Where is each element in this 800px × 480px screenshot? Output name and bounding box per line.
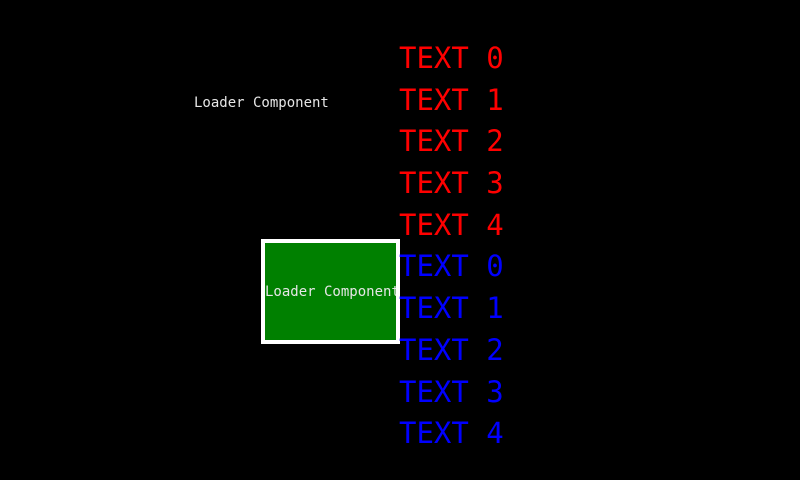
text-list-item[interactable]: TEXT 1 [399,291,504,326]
loader-component-box[interactable]: Loader Component [261,239,400,344]
red-text-group: TEXT 0 TEXT 1 TEXT 2 TEXT 3 TEXT 4 [399,38,504,246]
text-list-item[interactable]: TEXT 2 [399,332,504,367]
text-list-item[interactable]: TEXT 0 [399,249,504,284]
text-list-item[interactable]: TEXT 1 [399,82,504,117]
blue-text-group: TEXT 0 TEXT 1 TEXT 2 TEXT 3 TEXT 4 [399,246,504,454]
loader-component-label: Loader Component [194,95,329,111]
text-list-item[interactable]: TEXT 3 [399,374,504,409]
text-list-item[interactable]: TEXT 3 [399,166,504,201]
text-list-item[interactable]: TEXT 4 [399,207,504,242]
text-list-item[interactable]: TEXT 0 [399,41,504,75]
text-list-item[interactable]: TEXT 2 [399,124,504,159]
loader-component-box-label: Loader Component [265,283,400,300]
text-list-item[interactable]: TEXT 4 [399,416,504,451]
